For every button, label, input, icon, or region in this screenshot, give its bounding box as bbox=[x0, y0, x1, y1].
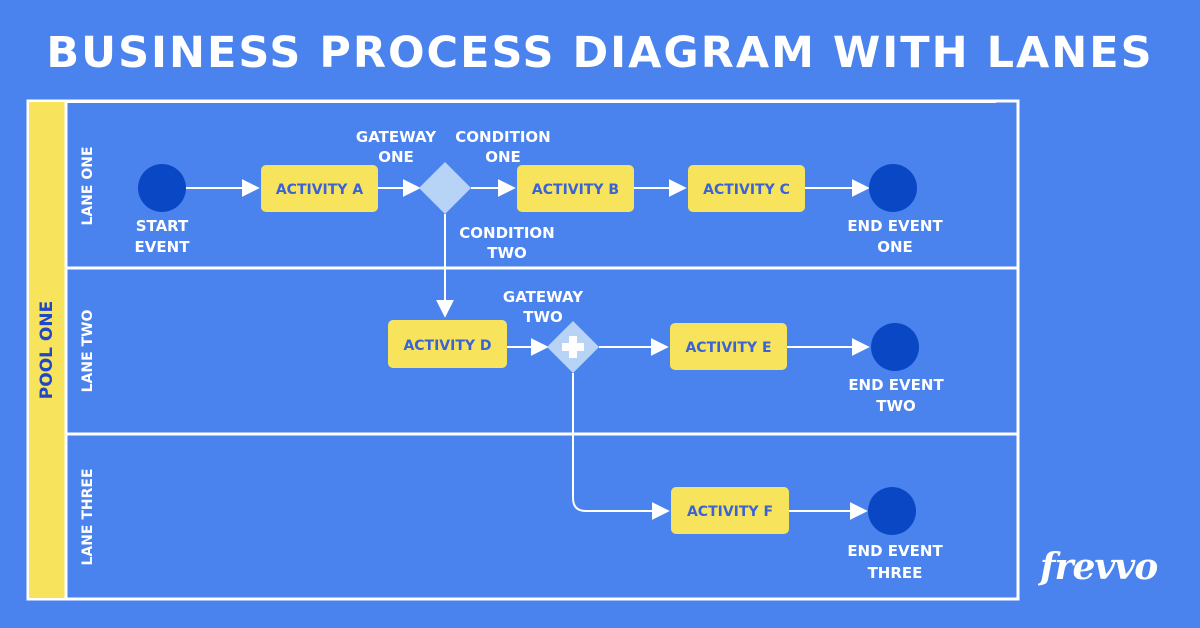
gateway-one-label-1: GATEWAY bbox=[356, 128, 437, 146]
gateway-one-label-2: ONE bbox=[378, 148, 414, 166]
page-title: BUSINESS PROCESS DIAGRAM WITH LANES bbox=[46, 28, 1154, 78]
condition-two-label-2: TWO bbox=[487, 244, 527, 262]
end-event-two-label-1: END EVENT bbox=[848, 376, 944, 394]
gateway-two-label-2: TWO bbox=[523, 308, 563, 326]
end-event-three-label-1: END EVENT bbox=[847, 542, 943, 560]
lane-label-two: LANE TWO bbox=[80, 310, 96, 393]
end-event-two-label-2: TWO bbox=[876, 397, 916, 415]
activity-b: ACTIVITY B bbox=[517, 165, 634, 212]
start-event-circle bbox=[138, 164, 186, 212]
end-event-three-circle bbox=[868, 487, 916, 535]
activity-d: ACTIVITY D bbox=[388, 320, 507, 368]
parallel-plus-icon bbox=[562, 336, 584, 358]
condition-one-label-1: CONDITION bbox=[455, 128, 550, 146]
activity-b-label: ACTIVITY B bbox=[532, 182, 619, 198]
end-event-three-label-2: THREE bbox=[868, 564, 923, 582]
gateway-one-diamond bbox=[419, 162, 471, 214]
activity-c: ACTIVITY C bbox=[688, 165, 805, 212]
end-event-two-circle bbox=[871, 323, 919, 371]
activity-f-label: ACTIVITY F bbox=[687, 504, 773, 520]
activity-e: ACTIVITY E bbox=[670, 323, 787, 370]
activity-f: ACTIVITY F bbox=[671, 487, 789, 534]
condition-two-label-1: CONDITION bbox=[459, 224, 554, 242]
flow-gateway-two-to-f bbox=[572, 373, 670, 520]
pool-header bbox=[27, 100, 67, 600]
start-event-label-1: START bbox=[136, 217, 189, 235]
gateway-two bbox=[547, 321, 599, 373]
condition-one-label-2: ONE bbox=[485, 148, 521, 166]
activity-d-label: ACTIVITY D bbox=[403, 338, 491, 354]
lane-label-three: LANE THREE bbox=[80, 468, 96, 565]
end-event-one-circle bbox=[869, 164, 917, 212]
brand-logo: frevvo bbox=[1040, 546, 1158, 588]
end-event-one-label-1: END EVENT bbox=[847, 217, 943, 235]
start-event-label-2: EVENT bbox=[135, 238, 191, 256]
end-event-one-label-2: ONE bbox=[877, 238, 913, 256]
activity-a-label: ACTIVITY A bbox=[276, 182, 363, 198]
activity-c-label: ACTIVITY C bbox=[703, 182, 790, 198]
activity-a: ACTIVITY A bbox=[261, 165, 378, 212]
gateway-two-label-1: GATEWAY bbox=[503, 288, 584, 306]
activity-e-label: ACTIVITY E bbox=[685, 340, 771, 356]
pool-label: POOL ONE bbox=[37, 301, 57, 399]
lane-label-one: LANE ONE bbox=[80, 146, 96, 225]
